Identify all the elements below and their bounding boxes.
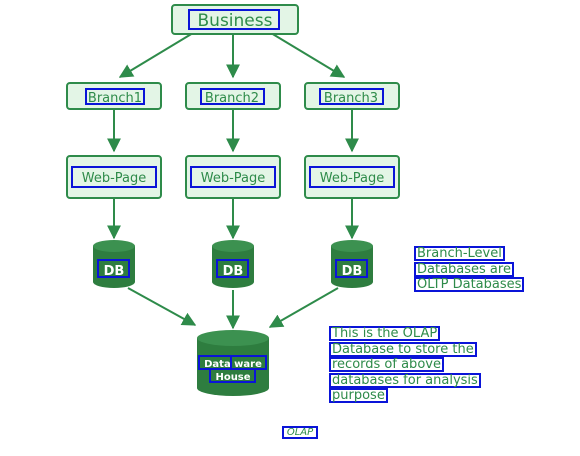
db2-label: DB bbox=[223, 264, 244, 279]
warehouse-label-line1: Data ware bbox=[204, 359, 262, 370]
oltp-note-line: OLTP Databases bbox=[414, 277, 574, 293]
olap-caption: OLAP bbox=[282, 426, 318, 439]
webpage1-label: Web-Page bbox=[82, 171, 147, 186]
warehouse-label-line2: House bbox=[215, 372, 250, 383]
webpage3-label: Web-Page bbox=[320, 171, 385, 186]
arrow-business-branch1 bbox=[118, 32, 194, 78]
oltp-note-line: Branch-Level bbox=[414, 246, 574, 262]
olap-note-text: This is the OLAP bbox=[329, 326, 441, 341]
arrow-db1-warehouse bbox=[127, 287, 197, 326]
branch3-node: Branch3 bbox=[304, 82, 400, 110]
branch3-label: Branch3 bbox=[324, 91, 378, 106]
oltp-note-text: OLTP Databases bbox=[414, 277, 525, 292]
oltp-note-text: Databases are bbox=[414, 261, 514, 277]
olap-note-text: purpose bbox=[329, 388, 388, 403]
webpage2-label: Web-Page bbox=[201, 171, 266, 186]
olap-note-line: purpose bbox=[329, 388, 569, 404]
oltp-note-text: Branch-Level bbox=[414, 246, 505, 261]
webpage2-node: Web-Page bbox=[185, 155, 281, 199]
branch1-node: Branch1 bbox=[66, 82, 162, 110]
connectors bbox=[107, 32, 359, 330]
branch2-label: Branch2 bbox=[205, 91, 259, 106]
oltp-note-line: Databases are bbox=[414, 261, 574, 278]
olap-note-line: This is the OLAP bbox=[329, 326, 569, 342]
olap-note-line: Database to store the bbox=[329, 341, 569, 358]
olap-note-text: records of above bbox=[329, 357, 444, 372]
db3-cylinder: DB bbox=[331, 240, 373, 288]
webpage3-node: Web-Page bbox=[304, 155, 400, 199]
arrow-db3-warehouse bbox=[268, 287, 339, 328]
branch1-label: Branch1 bbox=[88, 91, 142, 106]
olap-note-text: Database to store the bbox=[329, 341, 477, 357]
db1-cylinder: DB bbox=[93, 240, 135, 288]
business-label: Business bbox=[198, 11, 273, 31]
branch2-node: Branch2 bbox=[185, 82, 281, 110]
db3-label: DB bbox=[342, 264, 363, 279]
arrow-business-branch3 bbox=[270, 32, 346, 78]
db2-cylinder: DB bbox=[212, 240, 254, 288]
webpage1-node: Web-Page bbox=[66, 155, 162, 199]
olap-note-line: records of above bbox=[329, 357, 569, 373]
oltp-note: Branch-Level Databases are OLTP Database… bbox=[414, 246, 574, 293]
olap-note: This is the OLAP Database to store the r… bbox=[329, 326, 569, 404]
db1-label: DB bbox=[104, 264, 125, 279]
business-node: Business bbox=[171, 4, 299, 35]
olap-note-text: databases for analysis bbox=[329, 372, 481, 388]
warehouse-cylinder: Data ware House bbox=[197, 330, 269, 396]
olap-note-line: databases for analysis bbox=[329, 372, 569, 389]
